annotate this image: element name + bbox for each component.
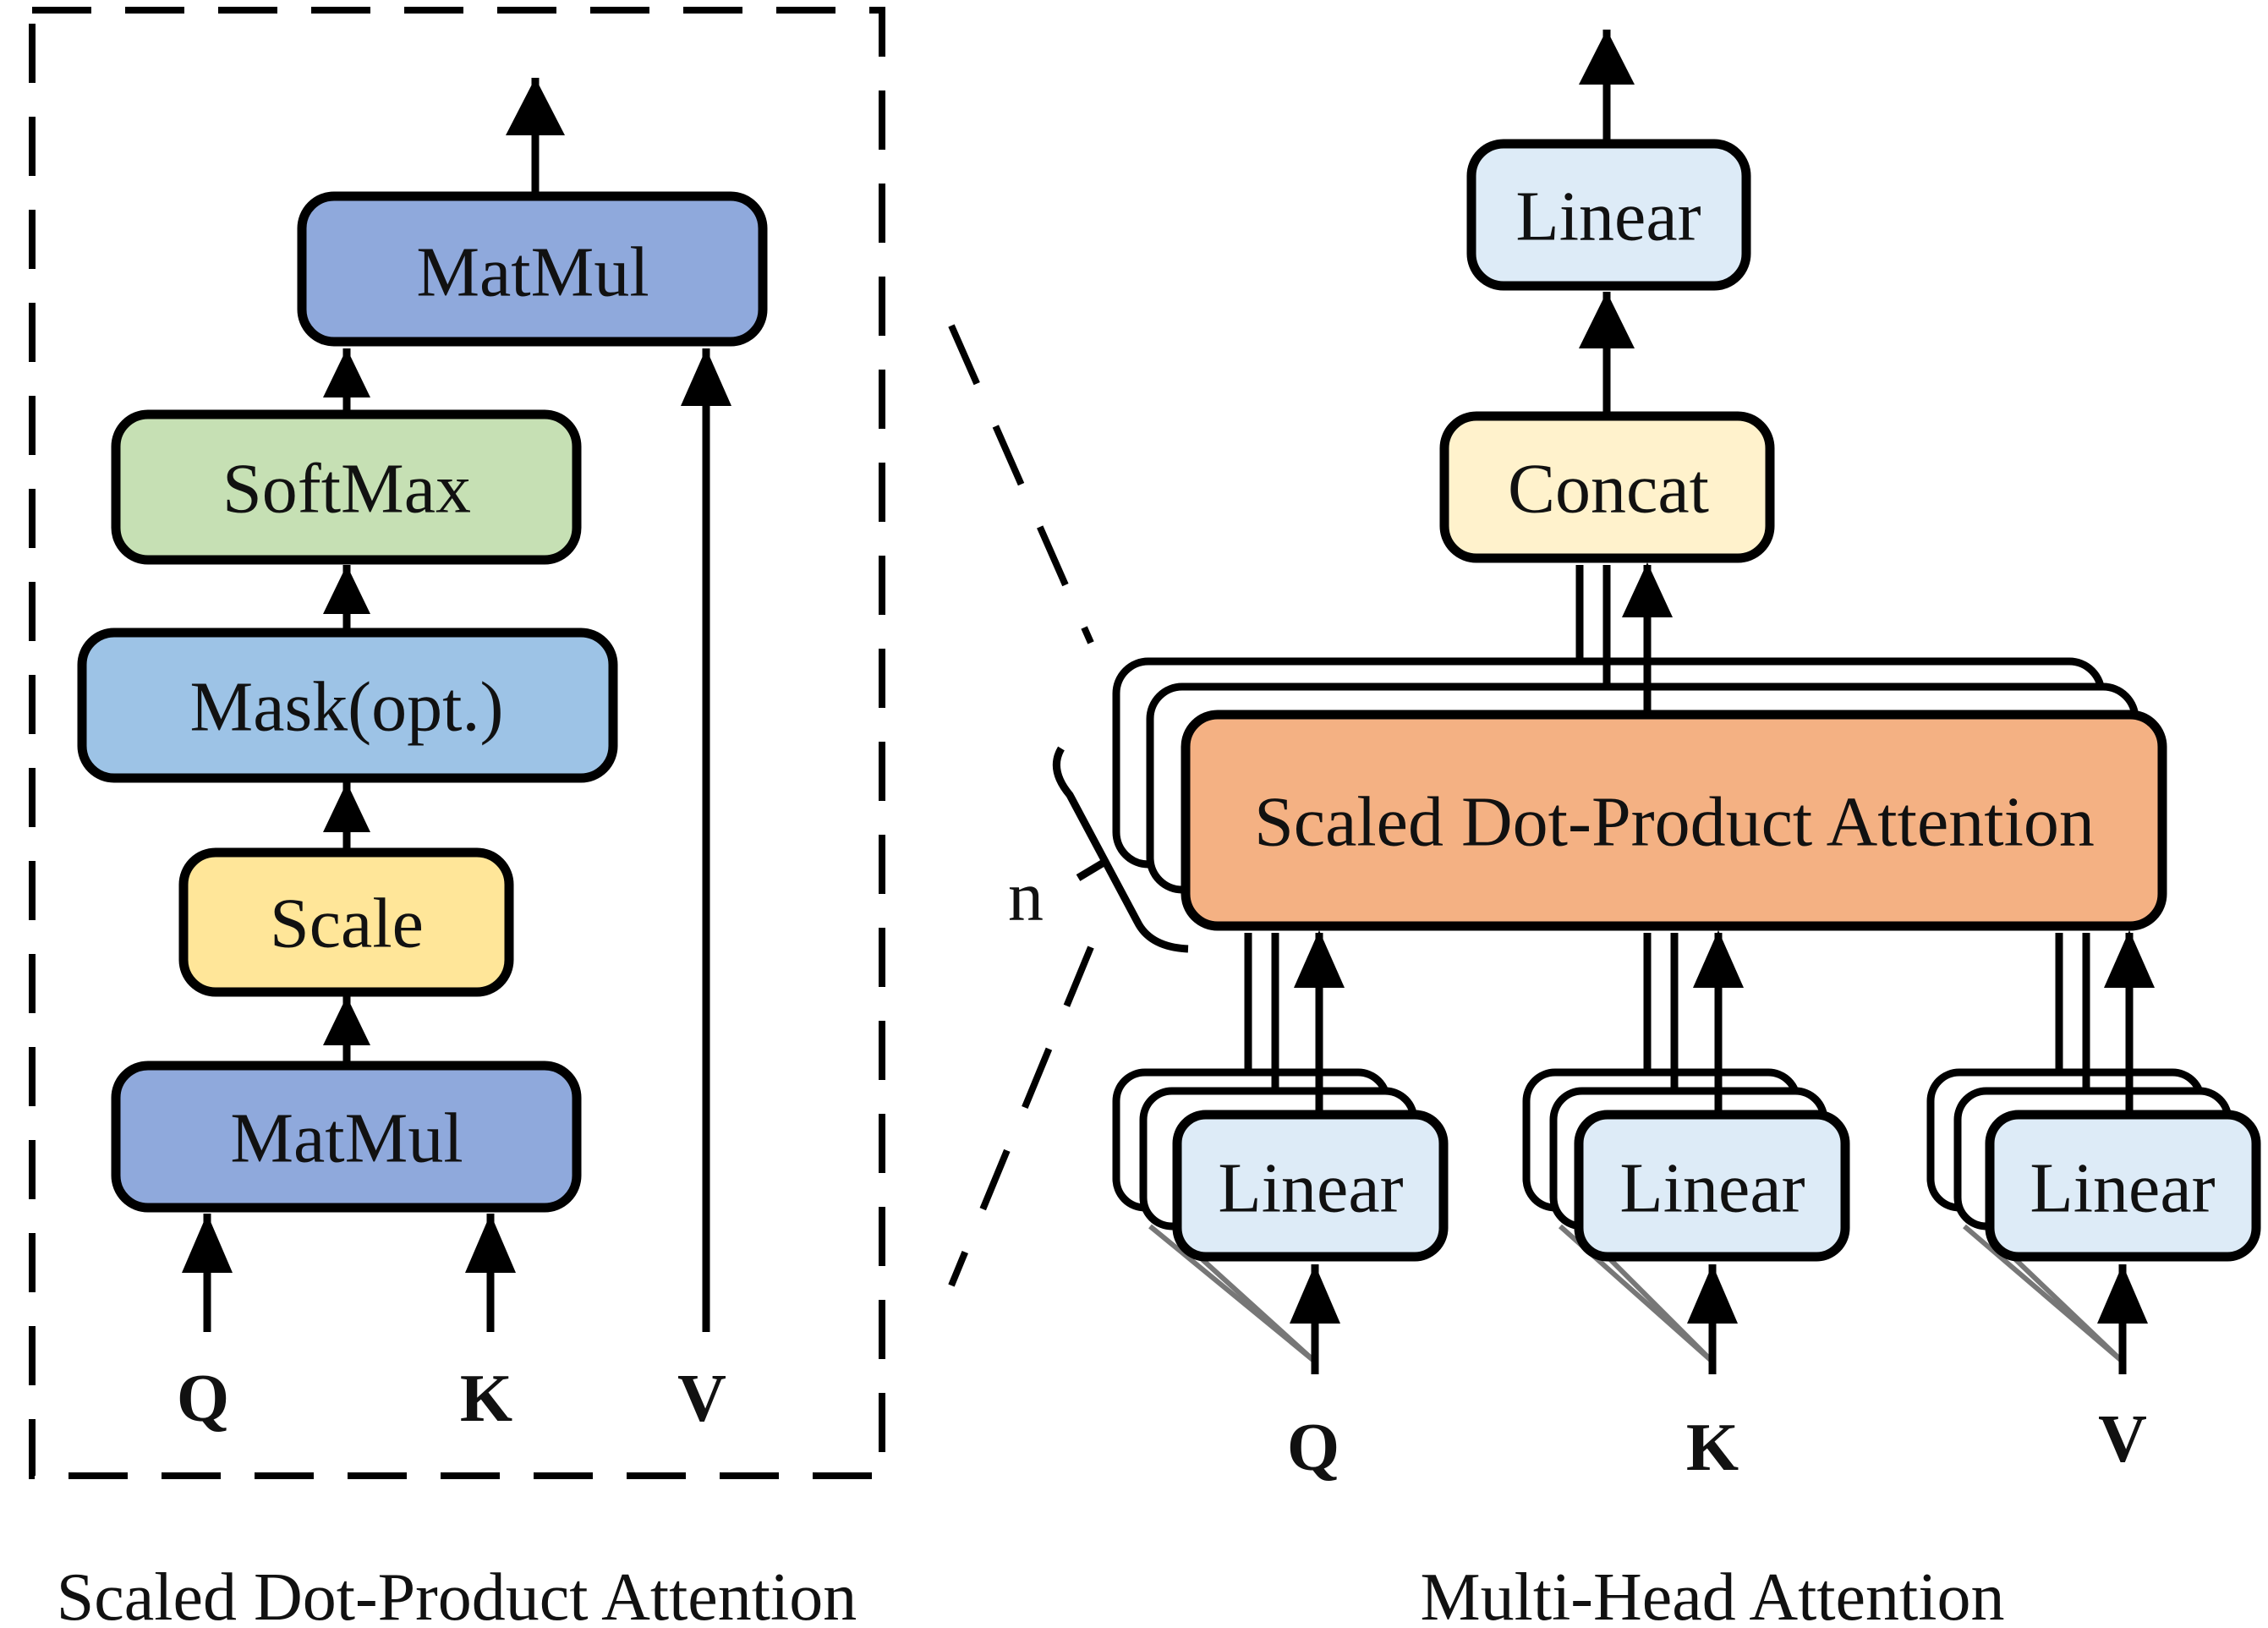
attention-label: Scaled Dot-Product Attention: [1254, 783, 2095, 862]
linear-v-label: Linear: [2030, 1149, 2215, 1228]
right-input-q: Q: [1287, 1411, 1339, 1485]
scale-block: Scale: [178, 847, 514, 997]
linear-out-label: Linear: [1515, 178, 1701, 256]
linear-k-label: Linear: [1619, 1149, 1805, 1228]
concat-label: Concat: [1508, 450, 1709, 529]
left-input-k: K: [460, 1362, 512, 1436]
repeat-brace: [1052, 746, 1189, 953]
left-input-q: Q: [177, 1362, 229, 1436]
linear-q-label: Linear: [1218, 1149, 1403, 1228]
matmul-bottom-block: MatMul: [111, 1061, 582, 1213]
repeat-label: n: [1008, 858, 1044, 936]
right-input-v: V: [2098, 1402, 2147, 1477]
linear-k-group: Linear K: [1522, 930, 1850, 1485]
scale-label: Scale: [270, 885, 424, 963]
concat-block: Concat: [1439, 411, 1775, 563]
scaled-dot-product-panel: MatMul SoftMax Mask(opt.) Scale MatMul Q…: [29, 7, 885, 1628]
right-input-k: K: [1686, 1411, 1739, 1485]
multi-head-attention-panel: Linear Concat Scaled Dot-Product Attenti…: [1008, 30, 2261, 1628]
softmax-block: SoftMax: [111, 409, 582, 565]
right-panel-caption: Multi-Head Attention: [1420, 1560, 2004, 1628]
matmul-top-block: MatMul: [297, 191, 768, 347]
mask-block: Mask(opt.): [77, 628, 618, 783]
left-arrows: [182, 78, 731, 1332]
mask-label: Mask(opt.): [190, 668, 504, 747]
left-panel-caption: Scaled Dot-Product Attention: [57, 1560, 857, 1628]
attention-stack: Scaled Dot-Product Attention: [1112, 562, 2167, 931]
output-arrow: [1579, 30, 1635, 85]
zoom-connector: [948, 324, 1094, 1287]
softmax-label: SoftMax: [222, 450, 471, 529]
linear-v-group: Linear V: [1926, 930, 2261, 1477]
panel-dashed-border: [29, 7, 885, 1479]
matmul-bottom-label: MatMul: [230, 1099, 463, 1178]
matmul-top-label: MatMul: [416, 233, 649, 312]
left-input-v: V: [677, 1362, 726, 1436]
linear-q-group: Linear Q: [1112, 930, 1449, 1485]
linear-out-block: Linear: [1466, 139, 1751, 291]
